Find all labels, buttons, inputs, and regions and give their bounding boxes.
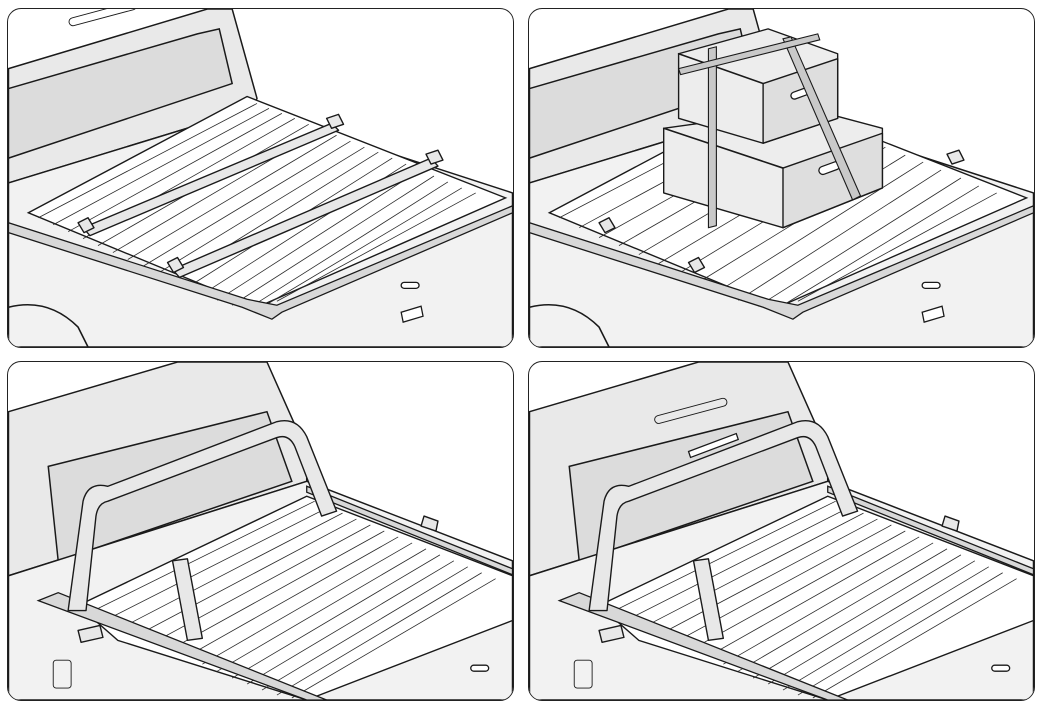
roll-bar-leg <box>171 558 204 642</box>
lower-box-edge <box>662 127 784 169</box>
strap-left <box>707 46 717 229</box>
brake-light <box>687 432 740 459</box>
bar-foot <box>598 217 616 234</box>
wheel-arch <box>529 303 610 347</box>
tailgate-handle <box>921 305 945 323</box>
bar-foot <box>166 256 185 274</box>
tailgate-light <box>991 664 1011 672</box>
panel-cover-roll-bar-brake-light <box>528 361 1035 701</box>
side-rail <box>529 204 1034 320</box>
fuel-door <box>52 659 72 689</box>
tailgate-light <box>470 664 490 672</box>
upper-box-edge <box>677 52 764 85</box>
roll-bar-foot <box>598 624 625 644</box>
cab-light <box>68 9 137 27</box>
bar-foot <box>325 113 345 129</box>
side-rail <box>8 204 513 320</box>
strap-top <box>677 33 821 76</box>
cross-bar-front <box>82 122 340 237</box>
cab-light <box>654 397 728 424</box>
bar-foot <box>946 149 965 165</box>
panel-cover-cross-bars <box>7 8 514 348</box>
bar-foot <box>687 256 706 274</box>
roll-bar-illustration <box>8 362 513 700</box>
strap-right <box>782 36 862 201</box>
roll-bar-foot <box>77 624 104 644</box>
rear-window <box>8 27 234 160</box>
cross-bars-illustration <box>8 9 513 347</box>
side-rail-far <box>827 485 1034 576</box>
bar-foot <box>425 149 444 165</box>
roll-bar <box>67 420 338 612</box>
roll-bar-foot <box>941 515 960 532</box>
wheel-arch <box>8 303 89 347</box>
side-rail-far <box>306 485 513 576</box>
cross-bar-rear <box>171 157 439 279</box>
bar-foot <box>77 217 95 234</box>
roll-bar-brake-light-illustration <box>529 362 1034 700</box>
tailgate-light <box>400 281 420 289</box>
panel-cover-roll-bar <box>7 361 514 701</box>
roll-bar <box>588 420 859 612</box>
side-rail <box>557 591 848 700</box>
tailgate-light <box>921 281 941 289</box>
roll-bar-leg <box>692 558 725 642</box>
cover-slats <box>97 500 496 699</box>
boxes-illustration <box>529 9 1034 347</box>
fuel-door <box>573 659 593 689</box>
panel-cover-boxes <box>528 8 1035 348</box>
side-rail <box>36 591 327 700</box>
tailgate-handle <box>400 305 424 323</box>
lower-box-side <box>782 132 884 229</box>
roll-bar-foot <box>420 515 439 532</box>
